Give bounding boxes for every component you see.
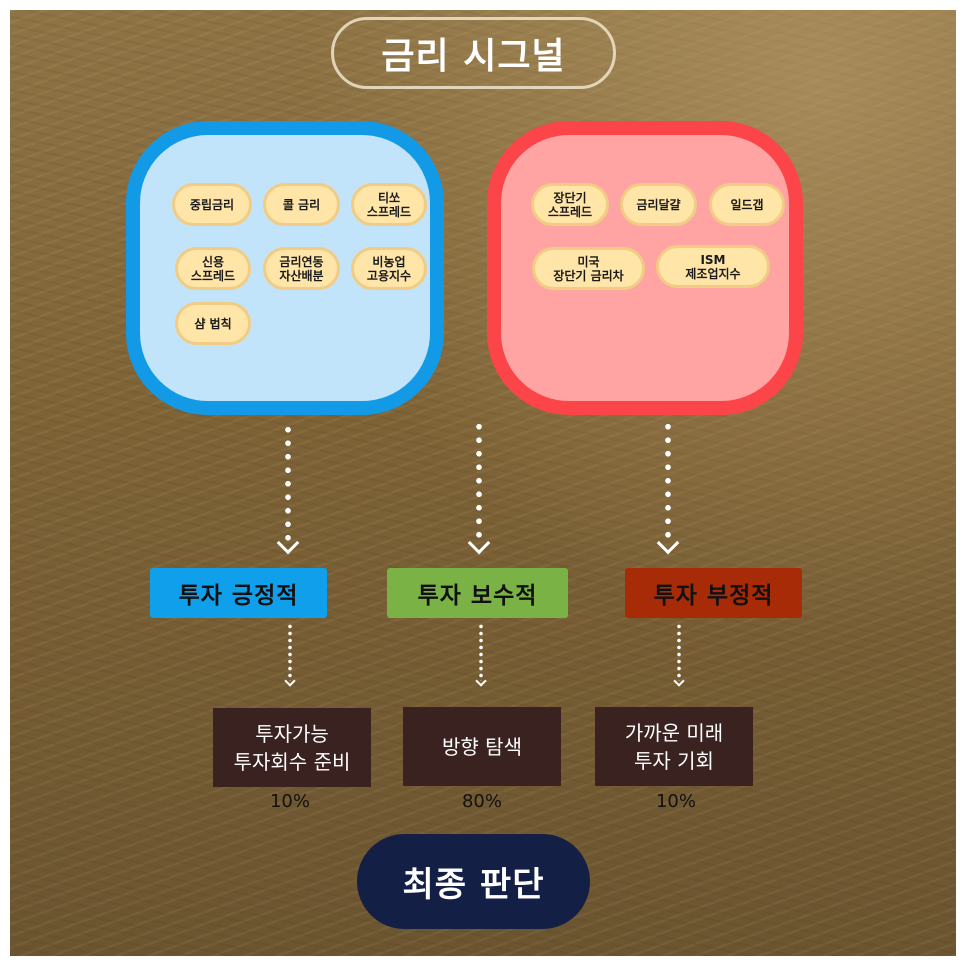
- stance-negative: 투자 부정적: [625, 568, 802, 618]
- outcome-box-conservative: 방향 탐색: [403, 707, 561, 786]
- indicator-chip: 콜 금리: [263, 183, 340, 226]
- outcome-box-negative: 가까운 미래 투자 기회: [595, 707, 753, 786]
- stance-conservative: 투자 보수적: [387, 568, 568, 618]
- final-decision-pill: 최종 판단: [357, 834, 590, 929]
- dotted-connector: [288, 623, 292, 681]
- dotted-connector: [665, 420, 671, 545]
- dotted-connector: [479, 623, 483, 681]
- indicator-chip: 금리달걀: [620, 183, 697, 226]
- indicator-chip: 미국 장단기 금리차: [532, 247, 645, 290]
- indicator-chip: 금리연동 자산배분: [263, 247, 340, 290]
- percent-positive: 10%: [269, 791, 310, 812]
- final-decision-text: 최종 판단: [402, 865, 545, 905]
- dotted-connector: [476, 420, 482, 545]
- indicator-chip: 장단기 스프레드: [531, 183, 609, 226]
- indicator-chip: 티쏘 스프레드: [351, 183, 427, 226]
- outcome-box-positive: 투자가능 투자회수 준비: [213, 708, 371, 787]
- indicator-chip: 신용 스프레드: [175, 247, 251, 290]
- percent-negative: 10%: [655, 791, 696, 812]
- stance-positive: 투자 긍정적: [150, 568, 327, 618]
- dotted-connector: [285, 423, 291, 545]
- title-pill: 금리 시그널: [331, 17, 616, 89]
- indicator-chip: 일드갭: [709, 183, 785, 226]
- indicator-chip: ISM 제조업지수: [656, 245, 770, 288]
- indicator-chip: 중립금리: [172, 183, 252, 226]
- indicator-chip: 비농업 고용지수: [351, 247, 427, 290]
- title-text: 금리 시그널: [381, 36, 566, 77]
- dotted-connector: [677, 623, 681, 681]
- percent-conservative: 80%: [461, 791, 502, 812]
- indicator-chip: 샴 법칙: [175, 302, 251, 345]
